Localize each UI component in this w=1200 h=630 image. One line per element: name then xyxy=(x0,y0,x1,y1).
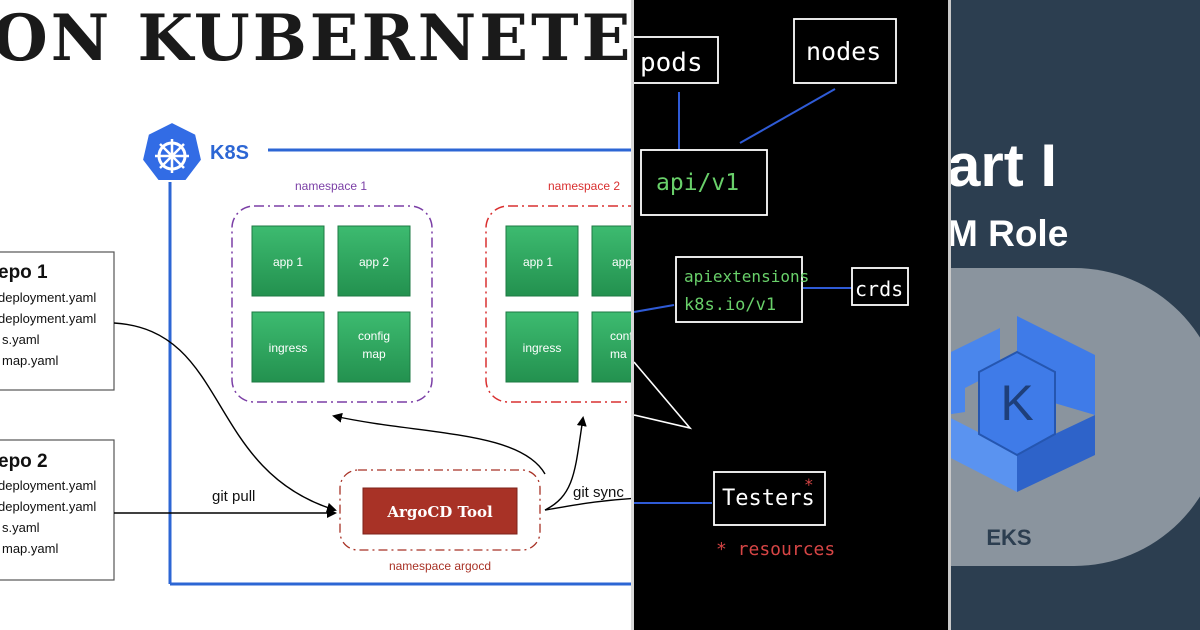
argocd-to-namespace2-arrow xyxy=(544,416,587,511)
git-sync-label: git sync xyxy=(573,484,624,501)
argocd-namespace-label: namespace argocd xyxy=(389,559,491,573)
app-label: app 1 xyxy=(273,255,303,269)
app-label-multiline: config map xyxy=(358,329,390,361)
panel-separator xyxy=(631,0,634,630)
kubernetes-logo-icon xyxy=(140,120,204,182)
api-v1-box xyxy=(640,149,768,216)
panel-title: ON KUBERNETES xyxy=(0,1,683,76)
repo-file: deployment.yaml xyxy=(0,311,96,326)
eks-title-line1: art I xyxy=(947,132,1057,199)
repo1-to-argocd-arrow xyxy=(113,322,337,513)
pods-label: pods xyxy=(640,48,703,78)
label-line: confi xyxy=(610,329,635,343)
repo-2-box: epo 2 deployment.yaml deployment.yaml s.… xyxy=(0,439,115,581)
app-box: app 1 xyxy=(251,225,325,297)
eks-k-letter: K xyxy=(1000,375,1033,431)
apiextensions-version-label: k8s.io/v1 xyxy=(684,295,776,315)
repo-file: map.yaml xyxy=(2,353,58,368)
repo-file: deployment.yaml xyxy=(0,478,96,493)
repo-title: epo 1 xyxy=(0,262,48,283)
repo-file: map.yaml xyxy=(2,541,58,556)
app-box: app 2 xyxy=(337,225,411,297)
crds-box xyxy=(851,267,909,306)
namespace-1: namespace 1 app 1 app 2 ingress config ma… xyxy=(231,179,433,403)
app-box: ingress xyxy=(251,311,325,383)
eks-label: EKS xyxy=(986,525,1031,550)
panel-separator xyxy=(948,0,951,630)
repo-1-box: epo 1 deployment.yaml deployment.yaml s.… xyxy=(0,251,115,391)
app-label-multiline: confi ma xyxy=(610,329,635,361)
label-line: config xyxy=(358,329,390,343)
app-label: ingress xyxy=(523,341,562,355)
app-box: config map xyxy=(337,311,411,383)
argocd-diagram-panel: ON KUBERNETES K8S namespace 1 app 1 xyxy=(0,1,683,586)
middle-panel-background xyxy=(634,0,948,630)
connector-line xyxy=(739,88,836,144)
repo-file: s.yaml xyxy=(2,520,40,535)
testers-label: Testers xyxy=(722,486,815,511)
repo-title: epo 2 xyxy=(0,451,48,472)
namespace-2: namespace 2 app 1 app ingress confi ma xyxy=(485,179,635,403)
eks-title-panel: art I M Role K EKS xyxy=(947,0,1200,630)
app-box: app xyxy=(591,225,632,297)
app-label: app xyxy=(612,255,632,269)
crds-label: crds xyxy=(855,277,903,301)
resources-note: * resources xyxy=(716,539,835,560)
nodes-box xyxy=(793,18,897,84)
pods-box xyxy=(634,36,719,84)
repo-file: deployment.yaml xyxy=(0,499,96,514)
argocd-namespace: ArgoCD Tool namespace argocd xyxy=(339,469,541,573)
k8s-label: K8S xyxy=(210,142,249,164)
app-label: app 2 xyxy=(359,255,389,269)
repo-file: deployment.yaml xyxy=(0,290,96,305)
argocd-tool-button xyxy=(362,487,518,535)
testers-box xyxy=(713,471,826,526)
argocd-tool-label: ArgoCD Tool xyxy=(386,503,493,521)
argocd-to-namespace1-arrow xyxy=(332,412,546,475)
nodes-label: nodes xyxy=(806,37,881,66)
eks-logo-icon: K xyxy=(951,316,1095,492)
apiextensions-box xyxy=(675,256,803,323)
label-line: ma xyxy=(610,347,627,361)
repo-file: s.yaml xyxy=(2,332,40,347)
argocd-sync-line xyxy=(544,497,631,511)
app-box: app 1 xyxy=(505,225,579,297)
api-v1-label: api/v1 xyxy=(656,170,739,196)
whiteboard-triangle xyxy=(634,361,693,430)
label-line: map xyxy=(362,347,386,361)
namespace-2-label: namespace 2 xyxy=(548,179,620,193)
connector-line xyxy=(634,304,675,313)
app-label: ingress xyxy=(269,341,308,355)
testers-asterisk: * xyxy=(804,475,814,494)
apiextensions-label: apiextensions xyxy=(684,267,809,286)
namespace-1-label: namespace 1 xyxy=(295,179,367,193)
git-pull-label: git pull xyxy=(212,488,255,505)
app-box: confi ma xyxy=(591,311,635,383)
app-label: app 1 xyxy=(523,255,553,269)
app-box: ingress xyxy=(505,311,579,383)
eks-title-line2: M Role xyxy=(947,213,1068,254)
eks-badge-background xyxy=(951,268,1200,566)
api-groups-whiteboard-panel: pods nodes api/v1 apiextensions k8s.io/v… xyxy=(634,0,948,630)
